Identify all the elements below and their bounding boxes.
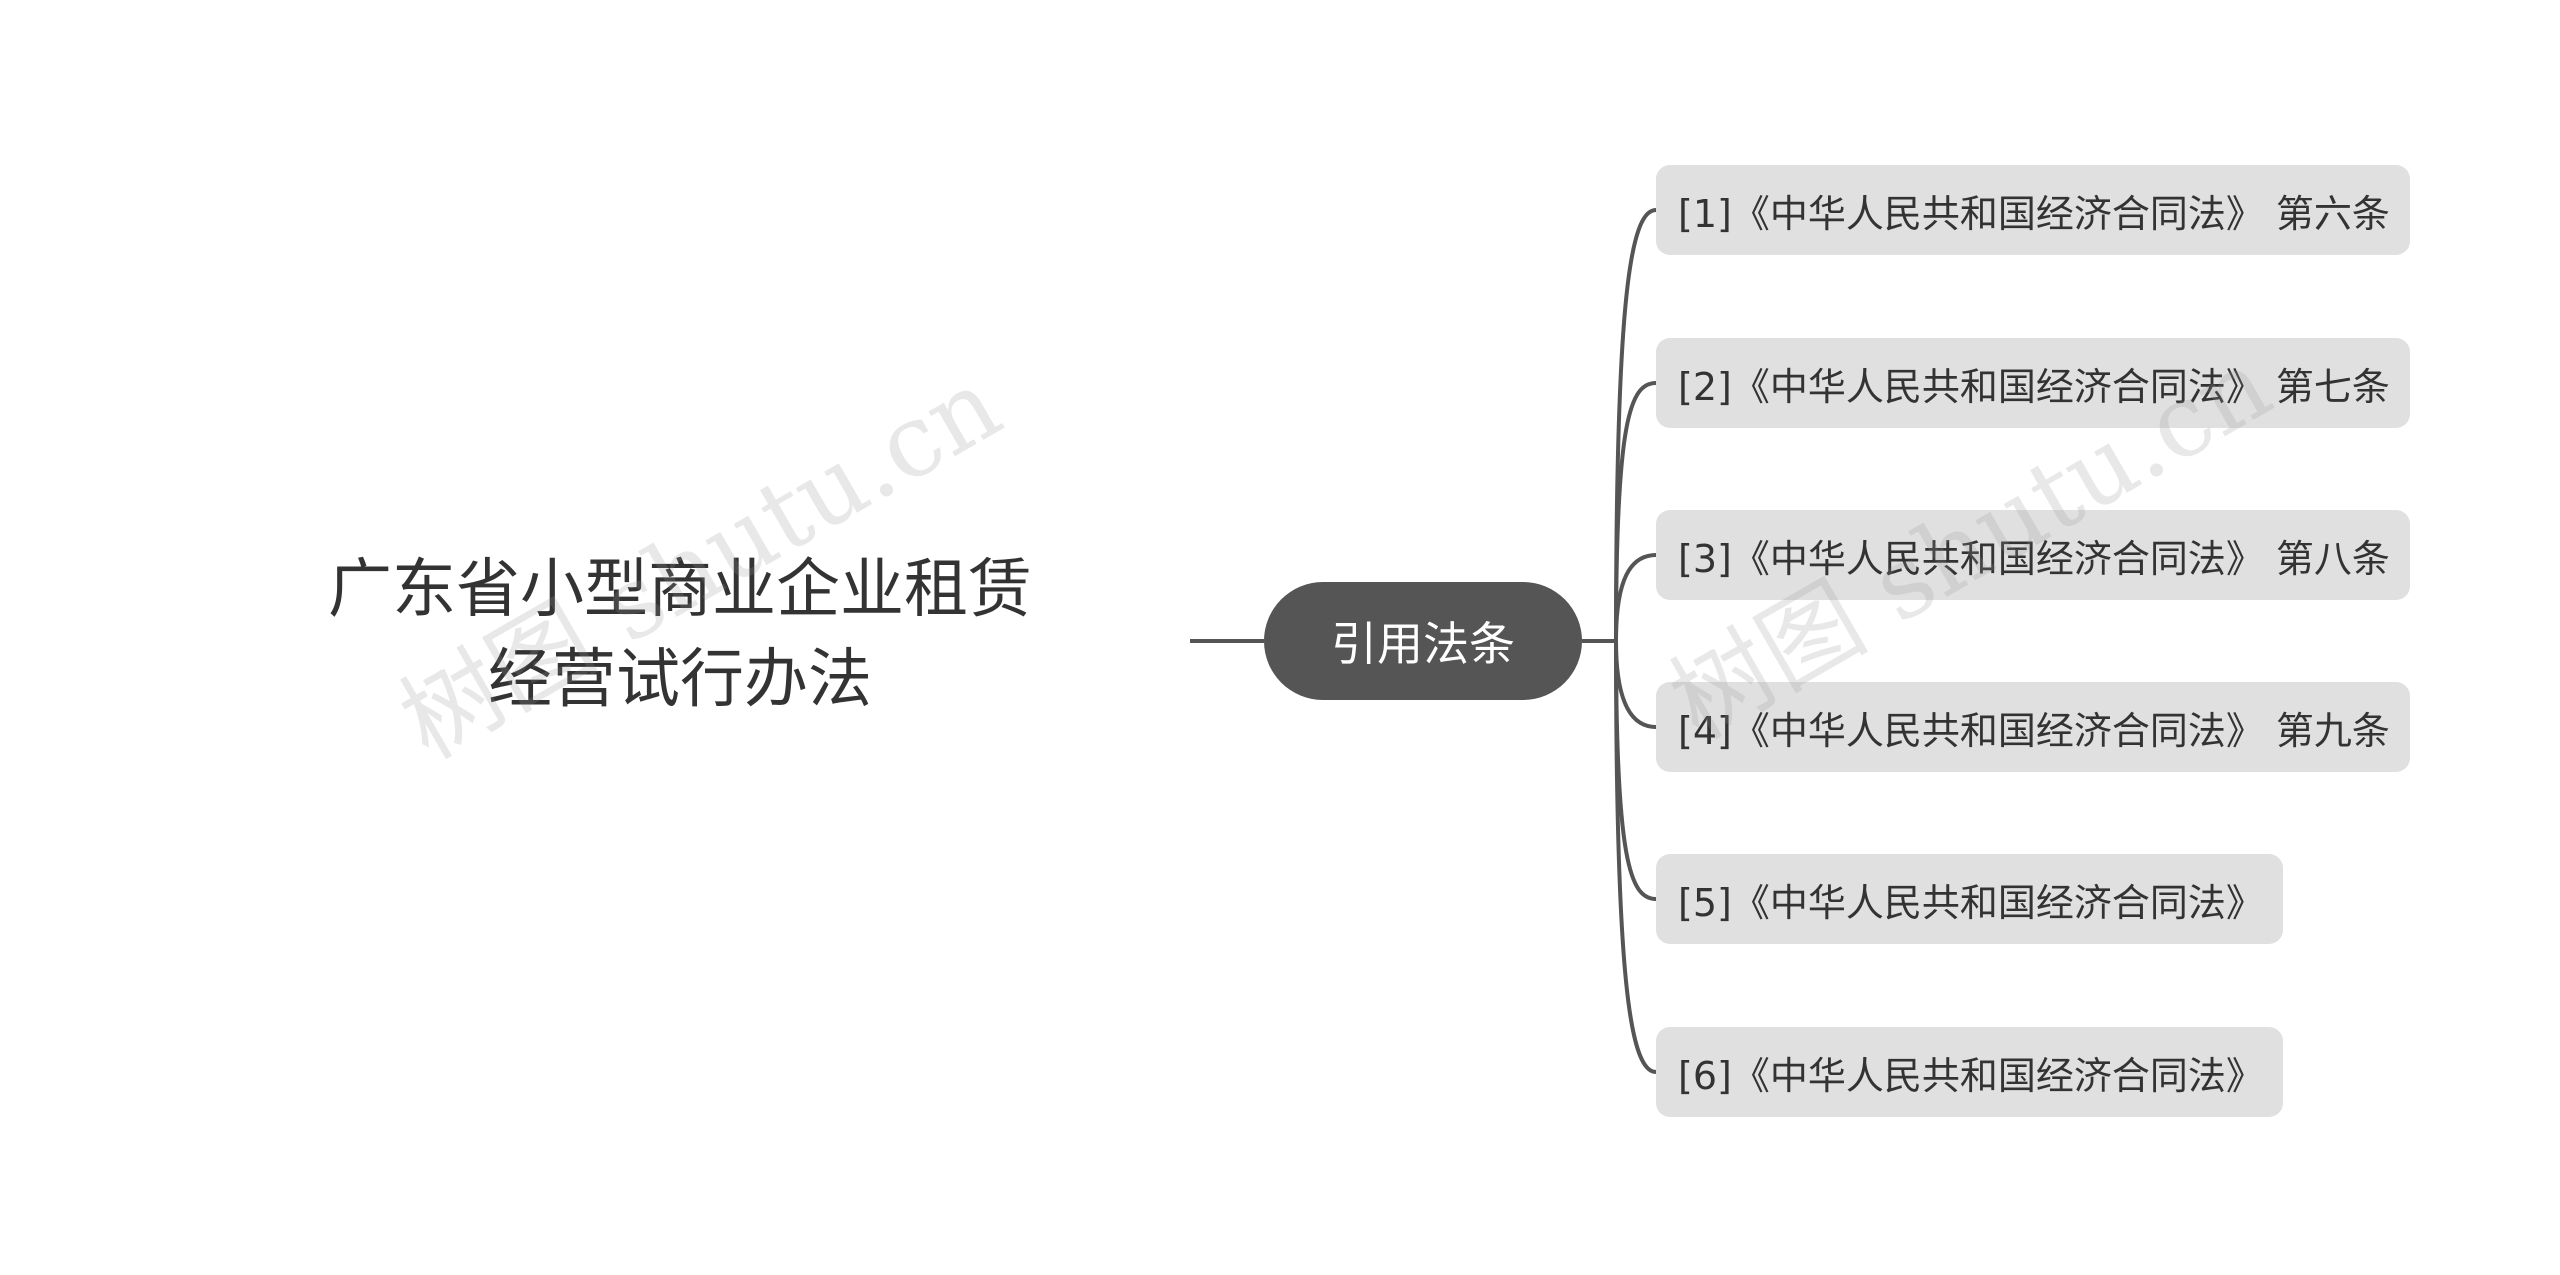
leaf-topic-1[interactable]: [1]《中华人民共和国经济合同法》 第六条: [1656, 165, 2410, 255]
branch-connector-4: [1614, 640, 1657, 729]
branch-connector-3: [1614, 553, 1657, 642]
leaf-topic-3[interactable]: [3]《中华人民共和国经济合同法》 第八条: [1656, 510, 2410, 600]
leaf-topic-2[interactable]: [2]《中华人民共和国经济合同法》 第七条: [1656, 338, 2410, 428]
leaf-topic-label: [2]《中华人民共和国经济合同法》 第七条: [1678, 364, 2390, 409]
leaf-topic-4[interactable]: [4]《中华人民共和国经济合同法》 第九条: [1656, 682, 2410, 772]
leaf-topic-label: [3]《中华人民共和国经济合同法》 第八条: [1678, 536, 2390, 581]
root-topic-line-2: 经营试行办法: [488, 643, 872, 717]
leaf-topic-label: [5]《中华人民共和国经济合同法》: [1678, 880, 2264, 925]
root-topic[interactable]: 广东省小型商业企业租赁 经营试行办法: [240, 545, 1120, 725]
leaf-topic-label: [6]《中华人民共和国经济合同法》: [1678, 1053, 2264, 1098]
branch-connector-1: [1614, 208, 1657, 642]
center-topic[interactable]: 引用法条: [1264, 582, 1582, 700]
leaf-topic-6[interactable]: [6]《中华人民共和国经济合同法》: [1656, 1027, 2283, 1117]
leaf-topic-5[interactable]: [5]《中华人民共和国经济合同法》: [1656, 854, 2283, 944]
leaf-topic-label: [4]《中华人民共和国经济合同法》 第九条: [1678, 708, 2390, 753]
root-topic-line-1: 广东省小型商业企业租赁: [328, 553, 1032, 627]
leaf-topic-label: [1]《中华人民共和国经济合同法》 第六条: [1678, 191, 2390, 236]
center-topic-label: 引用法条: [1331, 617, 1515, 671]
branch-connector-6: [1614, 640, 1657, 1074]
branch-connector-5: [1614, 640, 1657, 901]
branch-connector-2: [1614, 381, 1657, 642]
